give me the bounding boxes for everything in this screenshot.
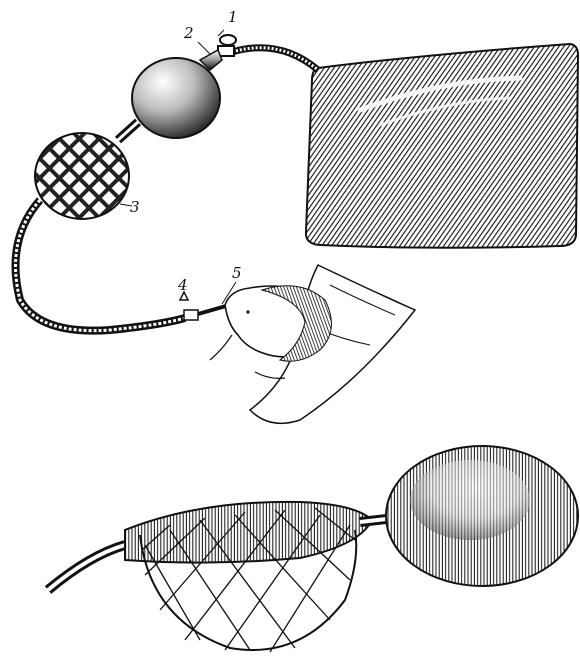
label-valve: 1 bbox=[228, 8, 238, 26]
valve-stopcock bbox=[218, 35, 236, 56]
label-nasal-tube: 5 bbox=[232, 264, 242, 282]
net-reservoir-bag bbox=[35, 133, 129, 219]
pillow-hose bbox=[232, 48, 318, 70]
oxygen-pillow bbox=[306, 44, 578, 248]
detail-view bbox=[48, 446, 578, 652]
label-net-bag: 3 bbox=[130, 198, 140, 216]
rubber-bulb-small bbox=[132, 50, 222, 138]
label-bulb-neck: 2 bbox=[183, 24, 194, 42]
nasal-catheter bbox=[198, 306, 226, 314]
label-clamp: 4 bbox=[177, 276, 188, 294]
supply-tube bbox=[16, 200, 186, 331]
